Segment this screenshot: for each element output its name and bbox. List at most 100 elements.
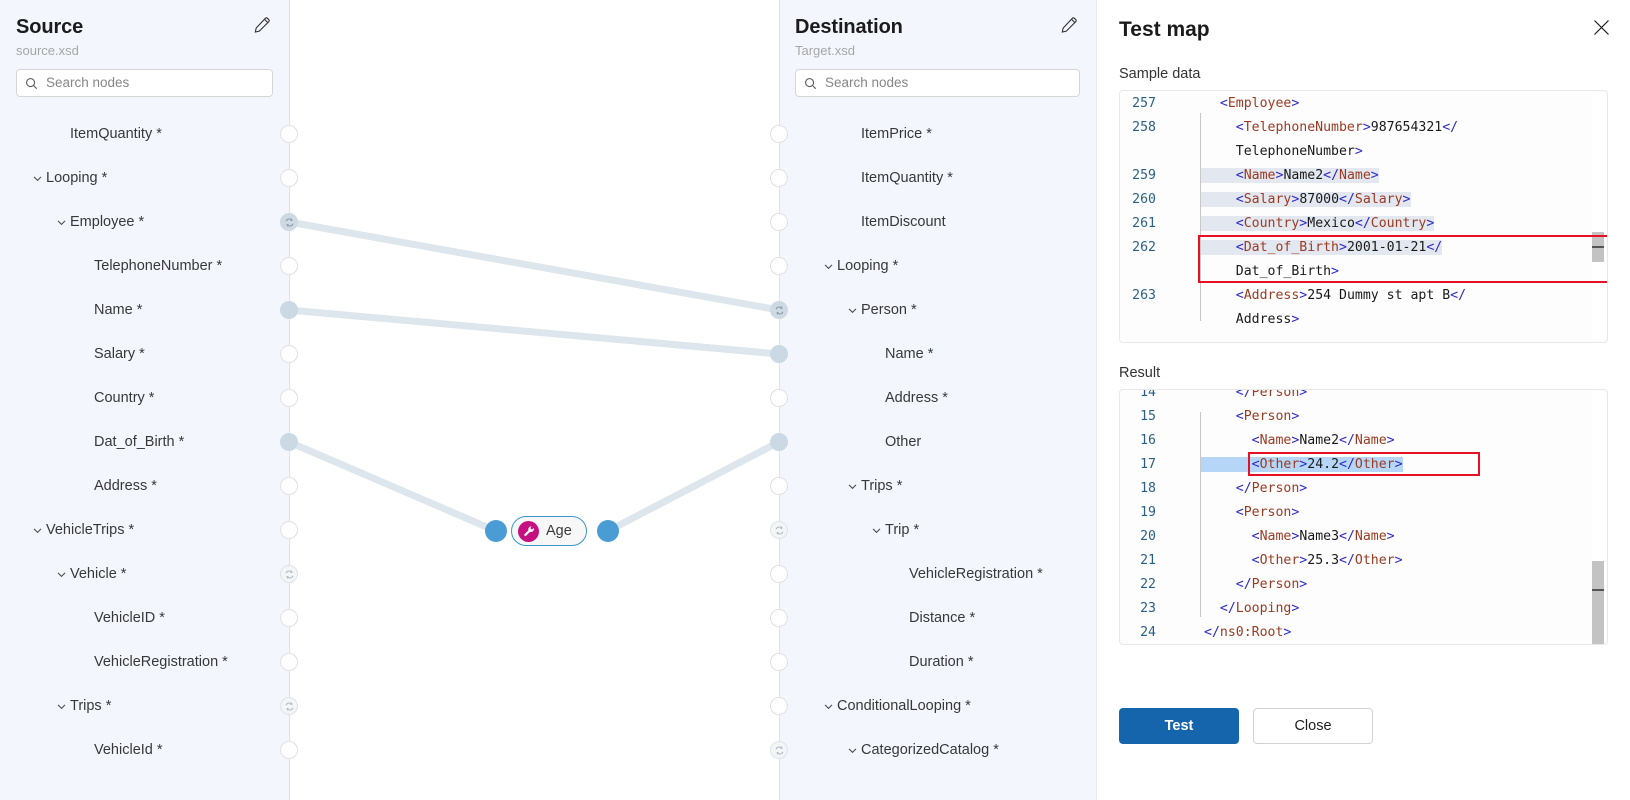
sample-data-code-block[interactable]: 257 <Employee>258 <TelephoneNumber>98765… <box>1119 90 1608 343</box>
pencil-icon[interactable] <box>1058 14 1080 36</box>
tree-node-row[interactable]: Country * <box>0 376 289 420</box>
destination-node-handle[interactable] <box>770 125 788 143</box>
tree-node-row[interactable]: VehicleRegistration * <box>0 640 289 684</box>
tree-node-row[interactable]: VehicleID * <box>0 596 289 640</box>
connection-edge[interactable] <box>285 306 783 358</box>
source-node-handle[interactable] <box>280 697 298 715</box>
destination-node-handle[interactable] <box>770 565 788 583</box>
tree-node-row[interactable]: ConditionalLooping * <box>779 684 1096 728</box>
tree-node-row[interactable]: ItemDiscount <box>779 200 1096 244</box>
tree-node-row[interactable]: Employee * <box>0 200 289 244</box>
tree-node-label: ItemPrice * <box>861 126 932 142</box>
source-header: Source source.xsd <box>0 0 289 60</box>
code-line: Address> <box>1120 307 1607 331</box>
tree-node-row[interactable]: Looping * <box>779 244 1096 288</box>
test-button[interactable]: Test <box>1119 708 1239 744</box>
tree-node-row[interactable]: TelephoneNumber * <box>0 244 289 288</box>
tree-node-row[interactable]: Trips * <box>779 464 1096 508</box>
source-node-handle[interactable] <box>280 345 298 363</box>
tree-node-row[interactable]: CategorizedCatalog * <box>779 728 1096 772</box>
chevron-down-icon[interactable] <box>54 567 68 581</box>
mapping-canvas[interactable]: Source source.xsd Search nodes <box>0 0 1096 800</box>
tree-node-row[interactable]: Looping * <box>0 156 289 200</box>
chevron-down-icon[interactable] <box>845 479 859 493</box>
close-button[interactable]: Close <box>1253 708 1373 744</box>
pencil-icon[interactable] <box>251 14 273 36</box>
source-node-handle[interactable] <box>280 433 298 451</box>
destination-node-handle[interactable] <box>770 653 788 671</box>
chevron-down-icon[interactable] <box>30 523 44 537</box>
destination-node-handle[interactable] <box>770 741 788 759</box>
destination-search-input[interactable]: Search nodes <box>795 69 1080 97</box>
chevron-down-icon[interactable] <box>54 215 68 229</box>
result-scrollbar-track[interactable] <box>1592 391 1606 644</box>
tree-node-row[interactable]: Dat_of_Birth * <box>0 420 289 464</box>
chevron-down-icon[interactable] <box>30 171 44 185</box>
tree-node-row[interactable]: VehicleTrips * <box>0 508 289 552</box>
destination-node-handle[interactable] <box>770 521 788 539</box>
destination-node-handle[interactable] <box>770 389 788 407</box>
chevron-down-icon[interactable] <box>845 743 859 757</box>
tree-node-row[interactable]: Trip * <box>779 508 1096 552</box>
connection-edge[interactable] <box>604 438 783 535</box>
source-node-handle[interactable] <box>280 653 298 671</box>
age-node-input-port[interactable] <box>485 520 507 542</box>
code-line: 19 <Person> <box>1120 500 1607 524</box>
tree-node-row[interactable]: Duration * <box>779 640 1096 684</box>
code-text: </ns0:Root> <box>1204 624 1292 640</box>
source-node-handle[interactable] <box>280 257 298 275</box>
destination-node-handle[interactable] <box>770 213 788 231</box>
tree-node-row[interactable]: Salary * <box>0 332 289 376</box>
chevron-down-icon[interactable] <box>821 259 835 273</box>
code-line: 21 <Other>25.3</Other> <box>1120 548 1607 572</box>
tree-node-row[interactable]: Trips * <box>0 684 289 728</box>
result-code-block[interactable]: 14 </Person>15 <Person>16 <Name>Name2</N… <box>1119 389 1608 645</box>
destination-node-handle[interactable] <box>770 345 788 363</box>
tree-node-row[interactable]: Distance * <box>779 596 1096 640</box>
tree-node-row[interactable]: VehicleId * <box>0 728 289 772</box>
source-node-handle[interactable] <box>280 477 298 495</box>
tree-node-row[interactable]: ItemQuantity * <box>779 156 1096 200</box>
destination-node-handle[interactable] <box>770 697 788 715</box>
connection-edge[interactable] <box>285 218 783 314</box>
source-search-input[interactable]: Search nodes <box>16 69 273 97</box>
result-scrollbar-thumb[interactable] <box>1592 561 1604 644</box>
tree-node-row[interactable]: Address * <box>779 376 1096 420</box>
destination-node-handle[interactable] <box>770 609 788 627</box>
tree-node-row[interactable]: Address * <box>0 464 289 508</box>
tree-node-row[interactable]: Vehicle * <box>0 552 289 596</box>
connection-edge[interactable] <box>285 438 500 535</box>
source-node-handle[interactable] <box>280 389 298 407</box>
source-node-handle[interactable] <box>280 213 298 231</box>
source-node-handle[interactable] <box>280 609 298 627</box>
tree-node-row[interactable]: VehicleRegistration * <box>779 552 1096 596</box>
destination-node-handle[interactable] <box>770 301 788 319</box>
function-node-age[interactable]: Age <box>511 516 587 546</box>
source-node-handle[interactable] <box>280 565 298 583</box>
tree-node-row[interactable]: Name * <box>779 332 1096 376</box>
age-node-output-port[interactable] <box>597 520 619 542</box>
chevron-down-icon[interactable] <box>821 699 835 713</box>
source-node-handle[interactable] <box>280 125 298 143</box>
source-node-handle[interactable] <box>280 169 298 187</box>
tree-node-row[interactable]: ItemQuantity * <box>0 112 289 156</box>
tree-node-row[interactable]: Other <box>779 420 1096 464</box>
source-node-handle[interactable] <box>280 521 298 539</box>
source-node-handle[interactable] <box>280 741 298 759</box>
tree-node-row[interactable]: Person * <box>779 288 1096 332</box>
chevron-down-icon[interactable] <box>869 523 883 537</box>
destination-node-handle[interactable] <box>770 257 788 275</box>
chevron-down-icon[interactable] <box>54 699 68 713</box>
chevron-down-icon[interactable] <box>845 303 859 317</box>
destination-node-handle[interactable] <box>770 169 788 187</box>
destination-node-handle[interactable] <box>770 433 788 451</box>
close-icon[interactable] <box>1588 14 1614 40</box>
sample-scrollbar-track[interactable] <box>1592 92 1606 341</box>
destination-node-handle[interactable] <box>770 477 788 495</box>
source-node-handle[interactable] <box>280 301 298 319</box>
tree-node-row[interactable]: ItemPrice * <box>779 112 1096 156</box>
code-text: </Person> <box>1235 480 1308 496</box>
tree-node-row[interactable]: Name * <box>0 288 289 332</box>
destination-title: Destination <box>795 16 903 38</box>
sample-scrollbar-thumb[interactable] <box>1592 232 1604 262</box>
